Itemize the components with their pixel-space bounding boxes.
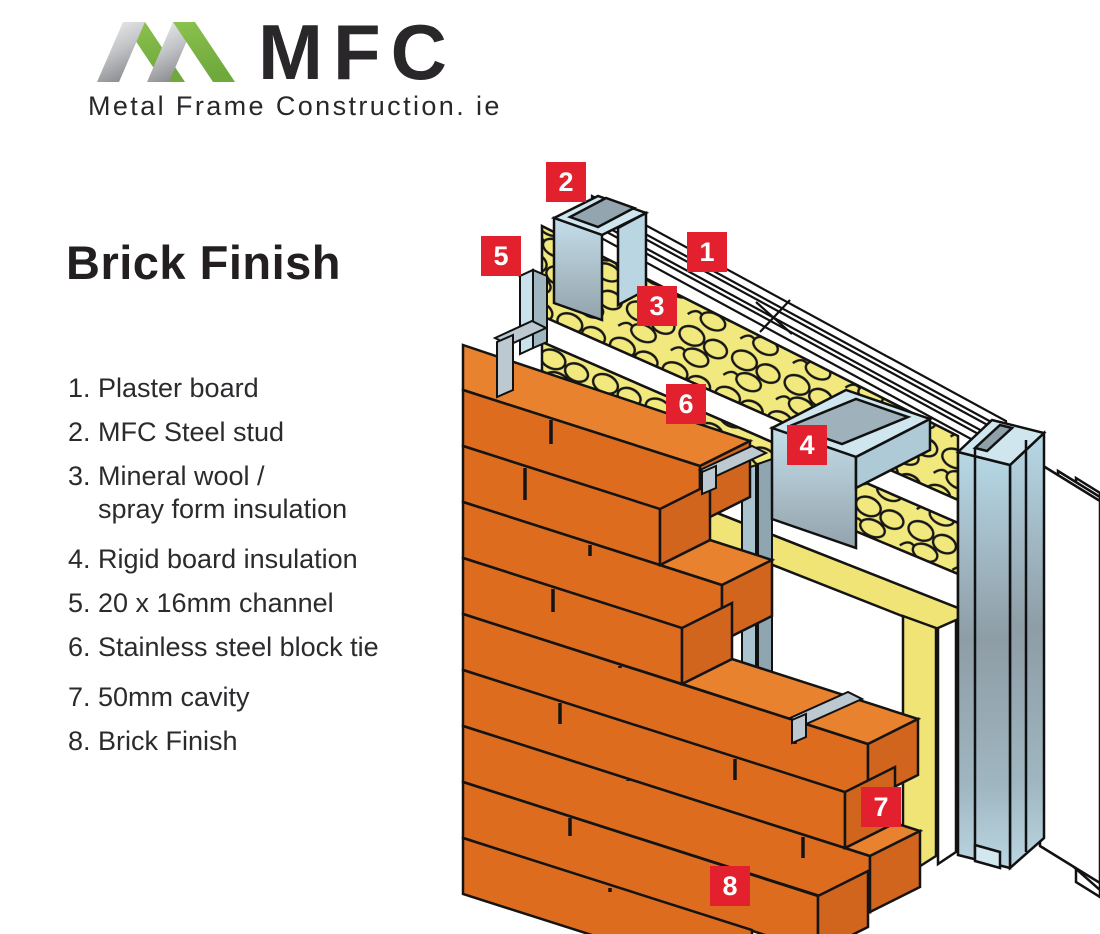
rigid-board-side-face [901, 614, 938, 880]
steel-stud-right [955, 418, 1047, 871]
diagram-label-5: 5 [481, 236, 521, 276]
mfc-logo-mark-icon [97, 22, 235, 82]
diagram-label-4: 4 [787, 425, 827, 465]
legend-item-7: 7.50mm cavity [68, 682, 250, 712]
wall-construction-diagram [461, 194, 1100, 934]
logo-tagline: Metal Frame Construction. ie [88, 91, 502, 121]
diagram-label-3: 3 [637, 286, 677, 326]
diagram-label-1: 1 [687, 232, 727, 272]
diagram-label-8: 8 [710, 866, 750, 906]
legend: 1.Plaster board 2.MFC Steel stud 3.Miner… [68, 372, 413, 769]
diagram-label-6: 6 [666, 384, 706, 424]
channel-20x16 [517, 268, 548, 356]
logo-brand-text: MFC [258, 8, 457, 96]
steel-stud-top-left [550, 194, 650, 322]
plasterboard-panels [1038, 461, 1100, 899]
legend-item-2: 2.MFC Steel stud [68, 417, 285, 447]
brick-wall [461, 343, 924, 934]
block-ties [492, 319, 865, 745]
page-title: Brick Finish [66, 236, 342, 289]
legend-item-3: 3.Mineral wool / spray form insulation [68, 461, 348, 524]
legend-item-5: 5.20 x 16mm channel [68, 588, 334, 618]
diagram-label-7: 7 [861, 787, 901, 827]
legend-item-4: 4.Rigid board insulation [68, 544, 358, 574]
sheathing-side-face [936, 618, 958, 867]
legend-item-1: 1.Plaster board [68, 373, 259, 403]
legend-item-8: 8.Brick Finish [68, 726, 238, 756]
diagram-label-2: 2 [546, 162, 586, 202]
legend-item-6: 6.Stainless steel block tie [68, 632, 379, 662]
